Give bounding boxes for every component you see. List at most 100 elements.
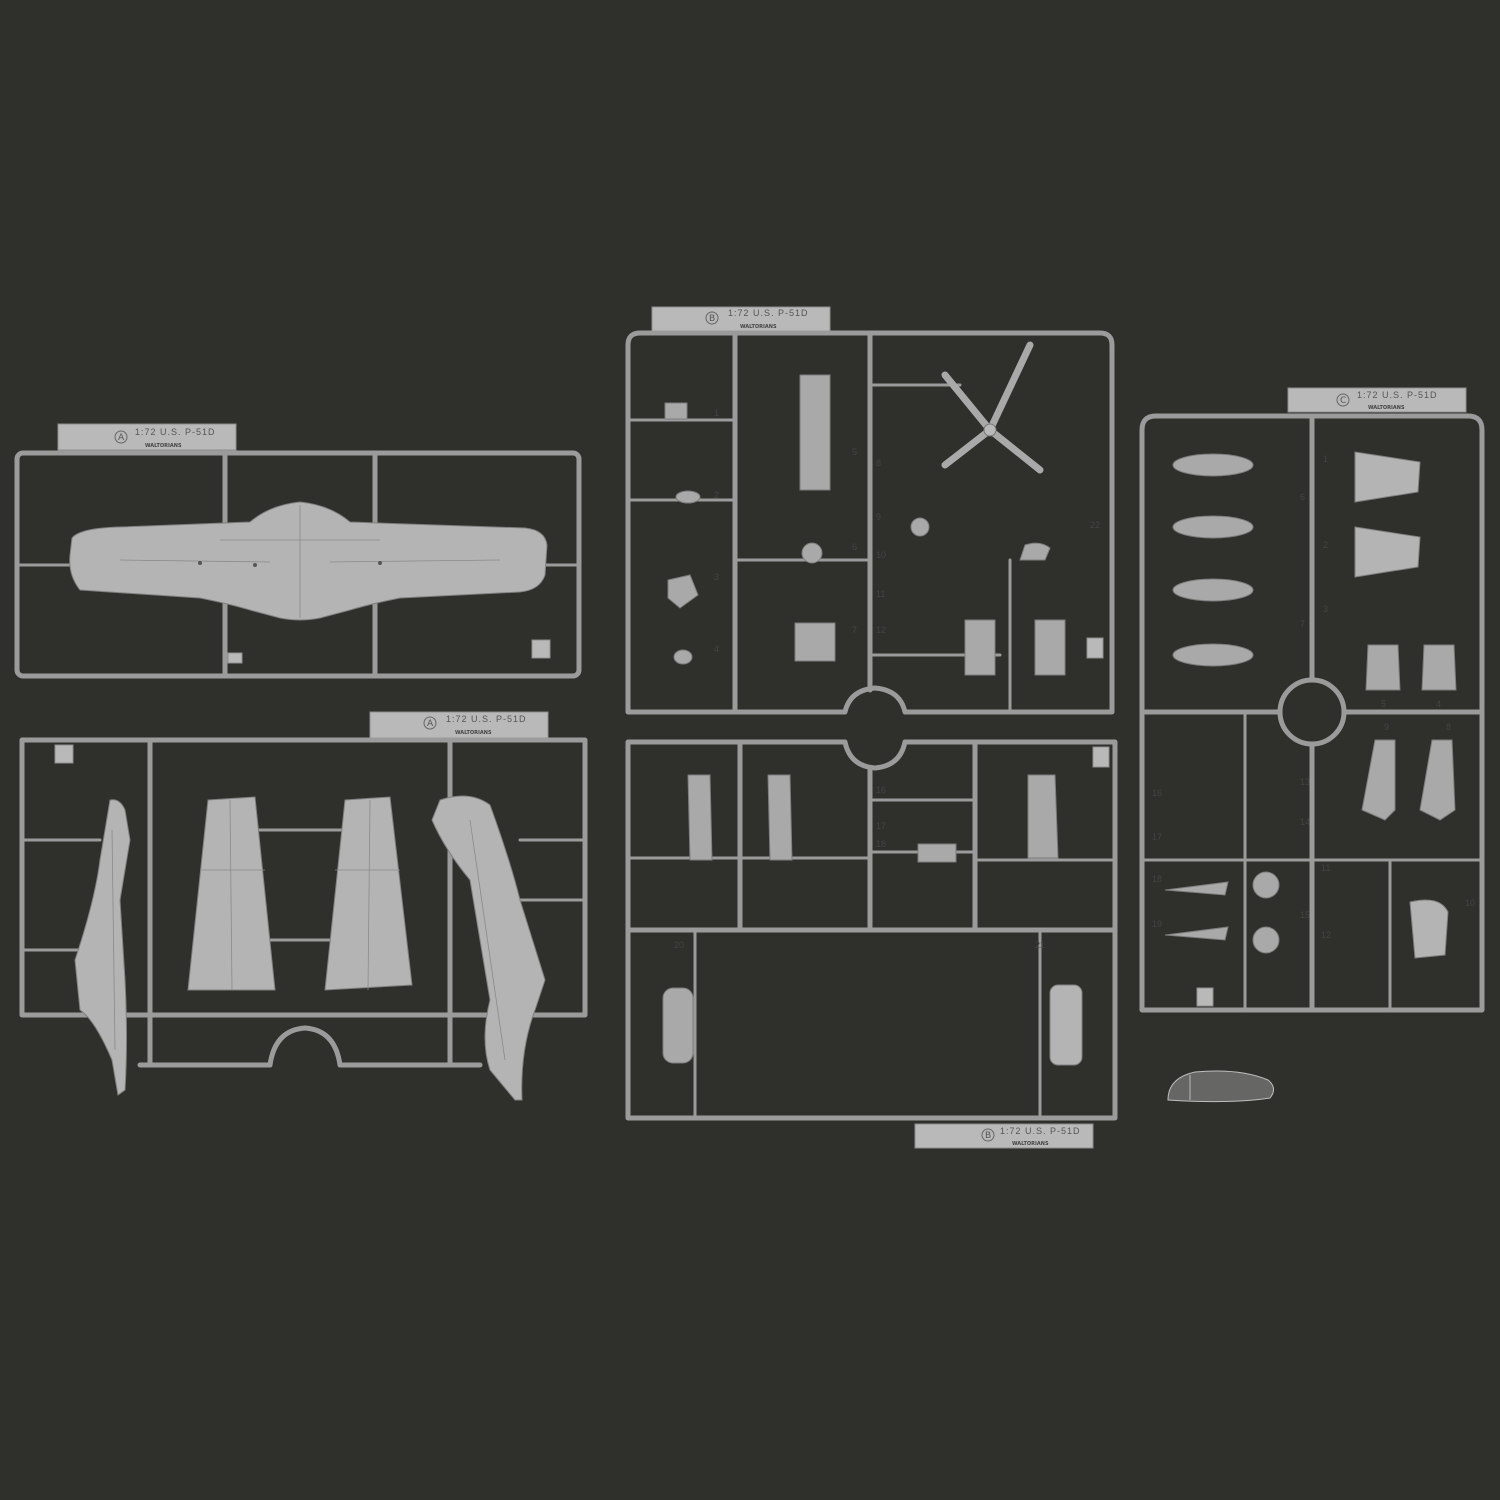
radiator-right-part	[1034, 619, 1066, 676]
sprue-c: C 1:72 U.S. P-51D WALTORIANS	[1139, 387, 1485, 1013]
sprue-a-wing: A 1:72 U.S. P-51D WALTORIANS	[14, 423, 582, 679]
drop-tank-3	[1172, 578, 1254, 602]
sprue-a-fuselage: A 1:72 U.S. P-51D WALTORIANS	[19, 711, 588, 1101]
canopy-part	[1167, 1070, 1274, 1103]
part-c18	[1164, 881, 1229, 896]
svg-text:13: 13	[1300, 777, 1310, 787]
svg-text:10: 10	[1465, 898, 1475, 908]
wing-part	[69, 501, 548, 621]
sprue-a1-tag: A 1:72 U.S. P-51D WALTORIANS	[57, 423, 237, 451]
svg-text:19: 19	[1152, 919, 1162, 929]
svg-text:8: 8	[876, 458, 881, 468]
fin-part-1	[1354, 451, 1421, 503]
gear-part	[910, 517, 930, 537]
sprue-b1-brand: WALTORIANS	[740, 324, 777, 330]
svg-text:9: 9	[1384, 722, 1389, 732]
svg-text:9: 9	[876, 512, 881, 522]
svg-text:10: 10	[876, 550, 886, 560]
svg-text:15: 15	[1300, 910, 1310, 920]
svg-text:1: 1	[1323, 454, 1328, 464]
svg-text:14: 14	[1300, 817, 1310, 827]
fin-part-2	[1354, 526, 1421, 578]
radiator-left-part	[964, 619, 996, 676]
svg-text:3: 3	[1323, 604, 1328, 614]
part-c19	[1164, 926, 1229, 941]
sprue-b2-letter: B	[985, 1131, 991, 1141]
frame-part	[1027, 774, 1059, 859]
svg-text:7: 7	[852, 625, 857, 635]
svg-text:22: 22	[1090, 520, 1100, 530]
sprue-a1-letter: A	[118, 433, 125, 443]
fuselage-left-half	[74, 799, 131, 1096]
sprue-c-letter: C	[1340, 396, 1346, 406]
svg-text:6: 6	[852, 542, 857, 552]
seat-back-right	[1421, 644, 1457, 691]
svg-text:21: 21	[1035, 940, 1045, 950]
sprue-b2-brand: WALTORIANS	[1012, 1141, 1049, 1147]
sprue-a2-brand: WALTORIANS	[455, 730, 492, 736]
sprue-b1-tag: B 1:72 U.S. P-51D WALTORIANS	[651, 306, 831, 332]
svg-text:5: 5	[1381, 699, 1386, 709]
intake-part	[1409, 899, 1449, 959]
drop-tank-1	[1172, 453, 1254, 477]
seat-back-left	[1365, 644, 1401, 691]
svg-text:2: 2	[714, 490, 719, 500]
sprue-b2-numbers: 16 17 18 20 21	[674, 785, 1045, 950]
svg-text:16: 16	[876, 785, 886, 795]
svg-text:4: 4	[714, 644, 719, 654]
svg-text:3: 3	[714, 572, 719, 582]
part-b20	[662, 987, 694, 1064]
part-b2	[675, 490, 701, 504]
part-b1	[664, 402, 688, 420]
drop-tank-2	[1172, 515, 1254, 539]
wheel-2	[1252, 926, 1280, 954]
sprue-a2-frame	[19, 737, 588, 1018]
sprue-b-upper: B 1:72 U.S. P-51D WALTORIANS	[625, 306, 1115, 715]
svg-text:17: 17	[1152, 832, 1162, 842]
seat-part	[799, 374, 831, 491]
svg-text:5: 5	[852, 447, 857, 457]
part-b21	[1049, 984, 1083, 1066]
sprue-b2-frame	[625, 739, 1118, 1121]
svg-text:6: 6	[1300, 492, 1305, 502]
sprue-b1-numbers: 1 2 3 4 5 6 7 8 9 10 11 12 22	[714, 408, 1100, 654]
svg-text:11: 11	[1321, 863, 1330, 873]
strut-top-part	[1019, 542, 1051, 561]
tailplane-left	[187, 796, 276, 991]
engine-block-part	[794, 622, 836, 662]
gear-leg-left	[1361, 739, 1396, 821]
sprue-a2-letter: A	[427, 719, 434, 729]
sprue-c-numbers: 1 2 3 4 5 6 7 8 9 10 11 12 13 14 15 16 1…	[1152, 454, 1475, 940]
svg-text:1: 1	[714, 408, 719, 418]
sprue-a1-scale: 1:72 U.S. P-51D	[135, 427, 216, 437]
svg-text:16: 16	[1152, 788, 1162, 798]
gear-door-right-part	[767, 774, 793, 861]
sprue-a2-tag: A 1:72 U.S. P-51D WALTORIANS	[369, 711, 549, 739]
sprue-a2-scale: 1:72 U.S. P-51D	[446, 714, 527, 724]
gear-leg-right	[1419, 739, 1456, 821]
svg-text:2: 2	[1323, 540, 1328, 550]
sprue-b1-scale: 1:72 U.S. P-51D	[728, 308, 809, 318]
svg-text:12: 12	[876, 625, 886, 635]
ball-part	[801, 542, 823, 564]
sprue-c-brand: WALTORIANS	[1368, 405, 1405, 411]
svg-text:17: 17	[876, 821, 886, 831]
gear-door-left-part	[687, 774, 713, 861]
part-b18	[917, 843, 957, 863]
sprue-c-tag: C 1:72 U.S. P-51D WALTORIANS	[1287, 387, 1467, 413]
sprue-c-frame	[1139, 413, 1485, 1013]
sprue-b2-tag: B 1:72 U.S. P-51D WALTORIANS	[914, 1123, 1094, 1149]
propeller-part	[941, 341, 1044, 474]
drop-tank-4	[1172, 643, 1254, 667]
tailplane-right	[324, 796, 413, 991]
sprue-c-scale: 1:72 U.S. P-51D	[1357, 390, 1438, 400]
part-b3	[667, 574, 699, 609]
svg-text:18: 18	[1152, 874, 1162, 884]
svg-text:18: 18	[876, 839, 886, 849]
svg-text:7: 7	[1300, 619, 1305, 629]
svg-text:20: 20	[674, 940, 684, 950]
sprue-b1-letter: B	[709, 314, 715, 324]
svg-text:4: 4	[1436, 699, 1441, 709]
svg-text:8: 8	[1446, 722, 1451, 732]
